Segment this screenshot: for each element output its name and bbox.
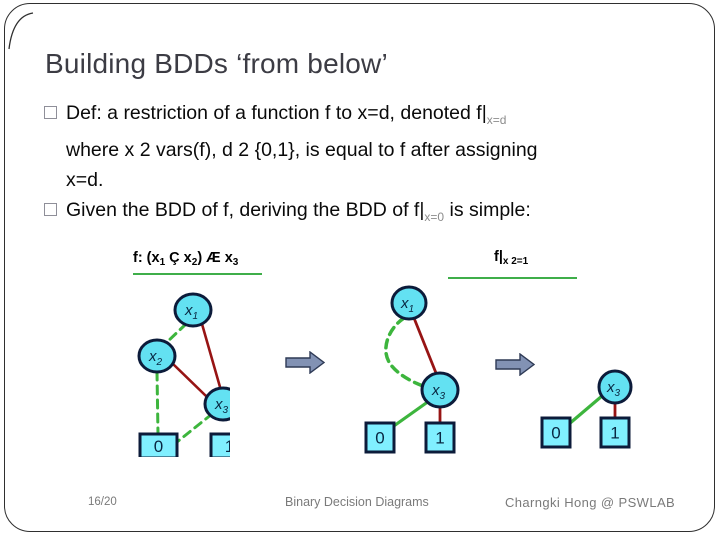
subscript-text: 3: [232, 257, 239, 268]
bdd-node-label: x2: [148, 348, 163, 368]
subscript-text: x 2=1: [502, 256, 529, 267]
bdd-edge-low: [384, 316, 425, 388]
bdd-edge-high: [412, 316, 438, 375]
bdd-terminal-label: 1: [610, 424, 619, 443]
bullet-line: Given the BDD of f, deriving the BDD of …: [66, 195, 684, 232]
slide-frame-border: [4, 3, 715, 532]
bdd-diagram-result: x3 0 1: [535, 345, 645, 460]
right-arrow-shape: [495, 352, 536, 377]
formula-label-f: f: (x1 Ç x2) Æ x3: [133, 250, 238, 268]
bdd-node-x2: [137, 338, 177, 374]
bdd-terminal-1: [424, 421, 456, 454]
subscript-text: x=0: [424, 210, 445, 224]
bdd-node-label: x3: [606, 379, 621, 399]
bdd-diagram-original: x1 x2 x3 0 1: [137, 283, 230, 457]
bullet-text: Def: a restriction of a function f to x=…: [66, 98, 684, 195]
formula-underline-right: [448, 277, 577, 279]
bullet-item-given: Given the BDD of f, deriving the BDD of …: [44, 195, 684, 232]
bdd-node-x1: [173, 292, 213, 328]
bdd-edge-low: [164, 322, 188, 345]
bullet-square-icon: [44, 106, 57, 119]
bdd-node-label: x3: [431, 382, 446, 402]
arrow-2-svg: [495, 352, 536, 377]
bdd-edge-low: [567, 394, 604, 426]
right-arrow-icon: [495, 352, 536, 377]
text-segment: is simple:: [444, 199, 531, 221]
formula-underline-left: [133, 273, 262, 275]
bdd-terminal-1: [209, 432, 230, 457]
bdd-node-label: x3: [214, 396, 229, 416]
bdd-terminal-label: 0: [154, 437, 163, 456]
bdd-edge-high: [170, 361, 208, 398]
footer-author: Charngki Hong @ PSWLAB: [505, 495, 676, 510]
arrow-1-svg: [285, 350, 326, 375]
bdd-node-label: x1: [400, 295, 414, 315]
bdd-terminal-label: 0: [375, 429, 384, 448]
text-segment: x=d.: [66, 169, 104, 191]
text-segment: Given the BDD of f, deriving the BDD of …: [66, 199, 425, 221]
subscript-text: 1: [159, 257, 166, 268]
bullet-line: x=d.: [66, 165, 684, 195]
right-arrow-icon: [285, 350, 326, 375]
formula-label-f-restricted: f|x 2=1: [494, 249, 528, 267]
bullet-text: Given the BDD of f, deriving the BDD of …: [66, 195, 684, 232]
text-segment: f|: [494, 249, 503, 265]
bdd-edge-high: [200, 322, 222, 389]
bdd-edge-low: [389, 399, 431, 430]
text-segment: Ç x: [165, 250, 192, 266]
text-segment: ) Æ x: [197, 250, 233, 266]
bdd-node-x3: [420, 371, 460, 409]
bdd-node-label: x1: [184, 302, 198, 322]
bullet-line: where x 2 vars(f), d 2 {0,1}, is equal t…: [66, 135, 684, 165]
bullet-line: Def: a restriction of a function f to x=…: [66, 98, 684, 135]
bdd-terminal-0: [138, 432, 179, 457]
bdd-terminal-1: [599, 416, 631, 449]
slide-title: Building BDDs ‘from below’: [45, 48, 388, 79]
bullet-list: Def: a restriction of a function f to x=…: [44, 98, 684, 232]
bdd-terminal-label: 1: [225, 437, 230, 456]
bdd-f-step2-svg: x1 x3 0 1: [364, 285, 460, 454]
bdd-terminal-0: [540, 416, 572, 449]
bdd-terminal-label: 0: [551, 424, 560, 443]
bdd-node-x1: [390, 285, 428, 321]
bullet-item-def: Def: a restriction of a function f to x=…: [44, 98, 684, 195]
bdd-edge-low: [175, 412, 214, 444]
right-arrow-shape: [285, 350, 326, 375]
text-segment: f: (x: [133, 250, 160, 266]
bdd-terminal-label: 1: [435, 429, 444, 448]
bdd-f-original-svg: x1 x2 x3 0 1: [137, 292, 230, 457]
bdd-node-x3: [203, 386, 230, 422]
bullet-square-icon: [44, 203, 57, 216]
bdd-f-result-svg: x3 0 1: [540, 369, 633, 449]
page-number: 16/20: [88, 496, 117, 508]
bdd-terminal-0: [364, 421, 396, 454]
bdd-edge-low: [155, 370, 160, 436]
subscript-text: x=d: [486, 113, 507, 127]
footer-title: Binary Decision Diagrams: [285, 495, 429, 509]
bdd-node-x3: [597, 369, 633, 405]
bdd-diagram-intermediate: x1 x3 0 1: [358, 283, 470, 460]
slide-frame-corner-arc: [8, 12, 34, 50]
subscript-text: 2: [191, 257, 198, 268]
text-segment: where x 2 vars(f), d 2 {0,1}, is equal t…: [66, 139, 538, 161]
text-segment: Def: a restriction of a function f to x=…: [66, 102, 487, 124]
